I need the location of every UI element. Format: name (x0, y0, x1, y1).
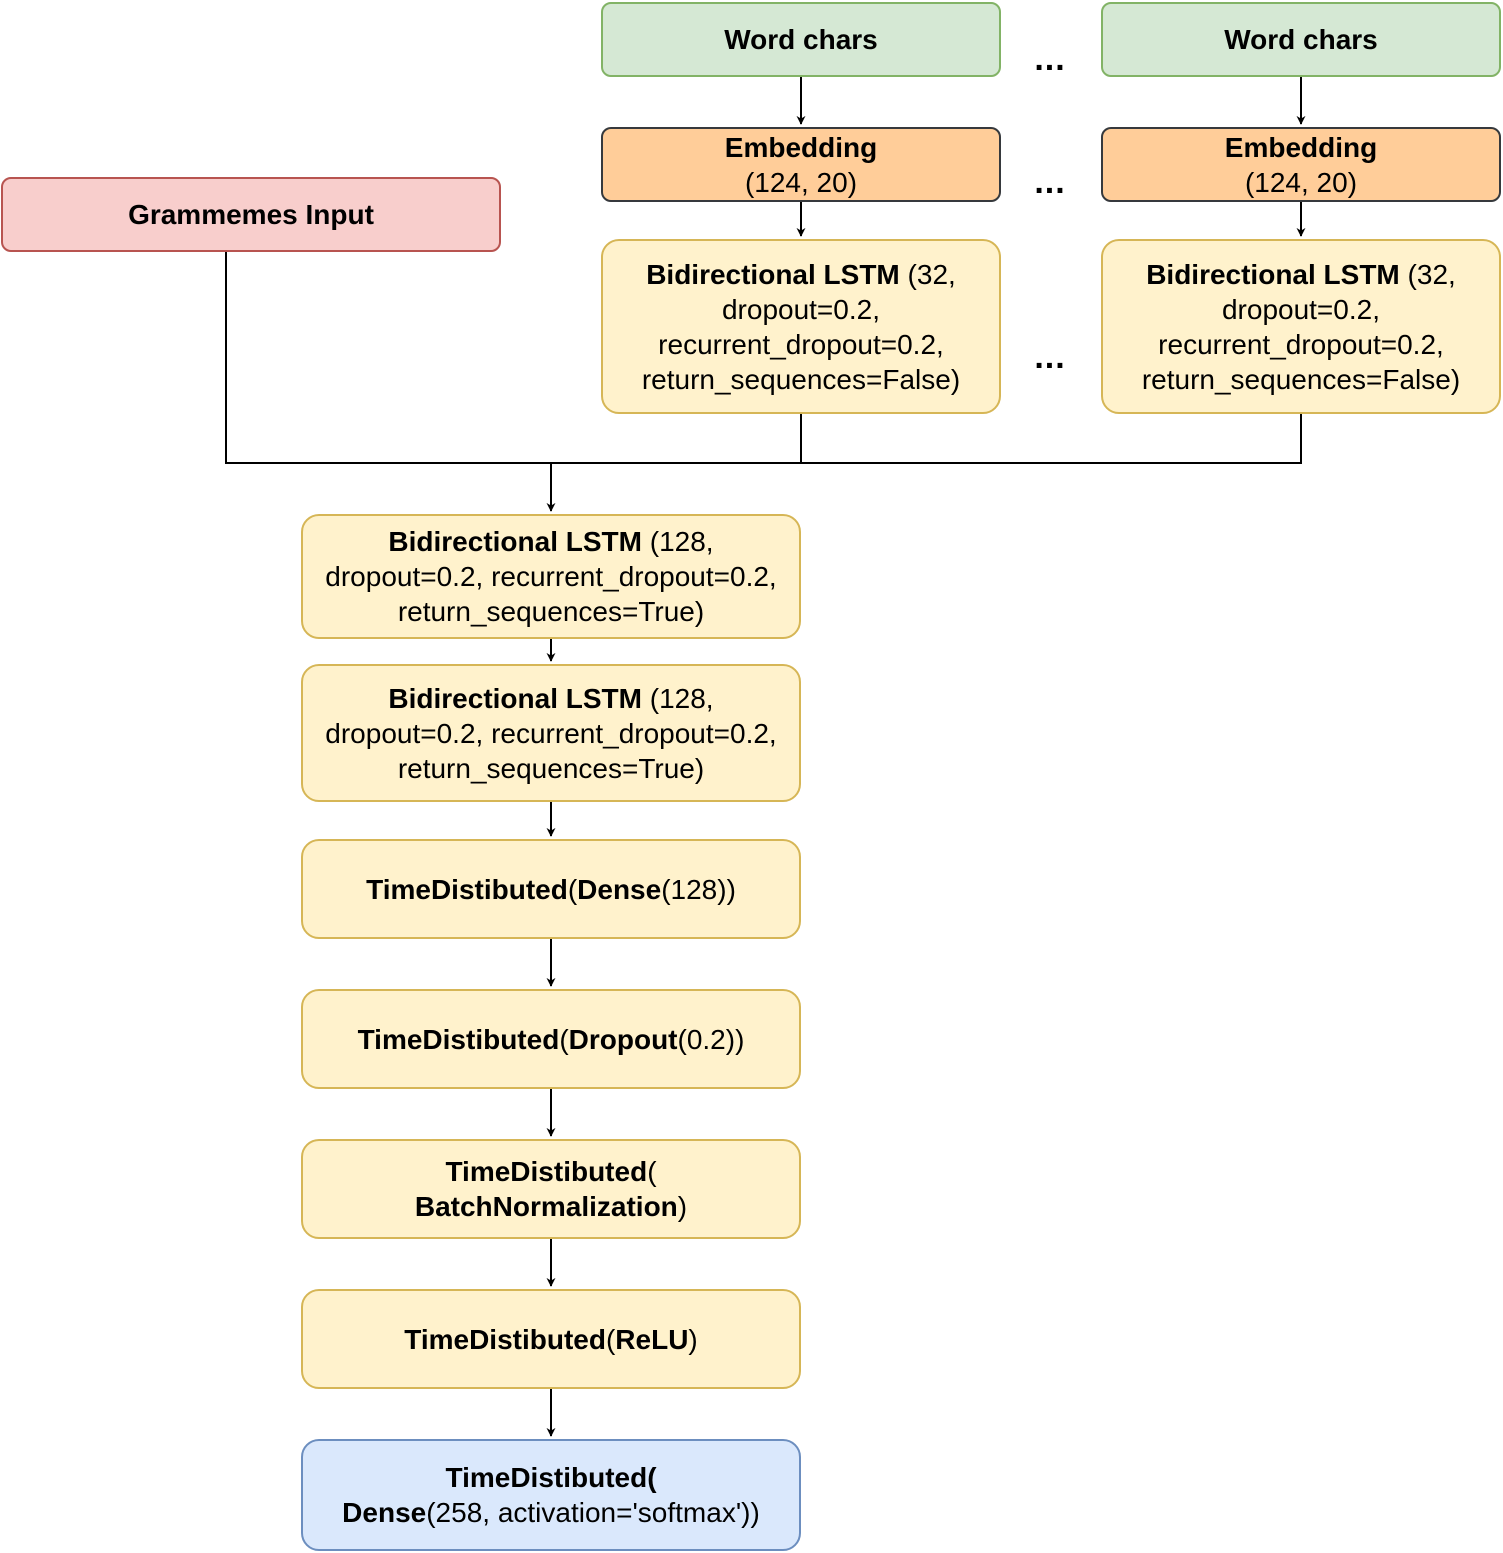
char-lstm-right-return-sequences: return_sequences=False) (1141, 363, 1461, 395)
ellipsis-embedding: ... (1034, 163, 1066, 201)
char-lstm-left-recurrent-dropout: recurrent_dropout=0.2, (658, 328, 944, 360)
td-batchnorm-open: ( (647, 1156, 657, 1187)
lstm-1-box: Bidirectional LSTM (128, dropout=0.2, re… (301, 514, 801, 639)
grammemes-input-box: Grammemes Input (1, 177, 501, 252)
word-chars-left-box: Word chars (601, 2, 1001, 77)
td-dropout-wrapper: TimeDistibuted (357, 1023, 560, 1055)
char-lstm-right-dropout: dropout=0.2, (1221, 293, 1380, 325)
lstm-2-name: Bidirectional LSTM (388, 682, 642, 714)
lstm-2-dropouts: dropout=0.2, recurrent_dropout=0.2, (325, 717, 777, 749)
td-dropout-inner: Dropout (568, 1023, 678, 1055)
td-output-inner: Dense (342, 1497, 427, 1528)
embedding-right-name: Embedding (1224, 131, 1378, 163)
embedding-right-args: (124, 20) (1244, 166, 1358, 198)
lstm-1-units: (128, (641, 526, 714, 557)
grammemes-input-label: Grammemes Input (128, 199, 374, 230)
td-dense-open: ( (567, 873, 578, 905)
td-dense-args: (128)) (661, 873, 736, 905)
lstm-1-name: Bidirectional LSTM (388, 526, 642, 557)
connector-grammemes (225, 252, 551, 464)
char-lstm-right-box: Bidirectional LSTM (32, dropout=0.2, rec… (1101, 239, 1501, 414)
word-chars-right-box: Word chars (1101, 2, 1501, 77)
td-batchnorm-inner: BatchNormalization (414, 1191, 678, 1222)
td-batchnorm-box: TimeDistibuted( BatchNormalization) (301, 1139, 801, 1239)
char-lstm-left-dropout: dropout=0.2, (721, 293, 880, 325)
td-dropout-open: ( (559, 1023, 569, 1055)
td-dropout-args: (0.2)) (677, 1023, 745, 1055)
ellipsis-word-chars: ... (1034, 40, 1066, 78)
char-lstm-left-return-sequences: return_sequences=False) (641, 363, 961, 395)
td-relu-open: ( (605, 1323, 616, 1355)
char-lstm-left-box: Bidirectional LSTM (32, dropout=0.2, rec… (601, 239, 1001, 414)
lstm-1-dropouts: dropout=0.2, recurrent_dropout=0.2, (325, 561, 777, 592)
char-lstm-right-recurrent-dropout: recurrent_dropout=0.2, (1158, 328, 1444, 360)
lstm-2-box: Bidirectional LSTM (128, dropout=0.2, re… (301, 664, 801, 802)
td-relu-wrapper: TimeDistibuted (404, 1323, 606, 1355)
td-output-args: (258, activation='softmax')) (426, 1497, 760, 1528)
lstm-2-return-sequences: return_sequences=True) (397, 752, 705, 784)
td-batchnorm-close: ) (677, 1191, 688, 1222)
td-batchnorm-wrapper: TimeDistibuted (445, 1156, 648, 1187)
td-relu-close: ) (688, 1323, 698, 1355)
td-dropout-box: TimeDistibuted(Dropout(0.2)) (301, 989, 801, 1089)
td-dense-box: TimeDistibuted(Dense(128)) (301, 839, 801, 939)
embedding-left-box: Embedding (124, 20) (601, 127, 1001, 202)
embedding-left-args: (124, 20) (744, 166, 858, 198)
embedding-right-box: Embedding (124, 20) (1101, 127, 1501, 202)
lstm-1-return-sequences: return_sequences=True) (397, 596, 705, 627)
char-lstm-left-units: (32, (899, 258, 956, 290)
word-chars-left-label: Word chars (724, 24, 878, 55)
lstm-2-units: (128, (641, 682, 714, 714)
td-output-box: TimeDistibuted( Dense(258, activation='s… (301, 1439, 801, 1551)
td-dense-wrapper: TimeDistibuted (366, 873, 568, 905)
td-output-wrapper: TimeDistibuted( (445, 1462, 657, 1493)
td-dense-inner: Dense (577, 873, 662, 905)
embedding-left-name: Embedding (724, 131, 878, 163)
word-chars-right-label: Word chars (1224, 24, 1378, 55)
char-lstm-right-units: (32, (1399, 258, 1456, 290)
td-relu-inner: ReLU (615, 1323, 689, 1355)
td-relu-box: TimeDistibuted(ReLU) (301, 1289, 801, 1389)
connector-char-lstm-right (551, 414, 1302, 464)
char-lstm-right-name: Bidirectional LSTM (1146, 258, 1400, 290)
char-lstm-left-name: Bidirectional LSTM (646, 258, 900, 290)
ellipsis-char-lstm: ... (1034, 338, 1066, 376)
